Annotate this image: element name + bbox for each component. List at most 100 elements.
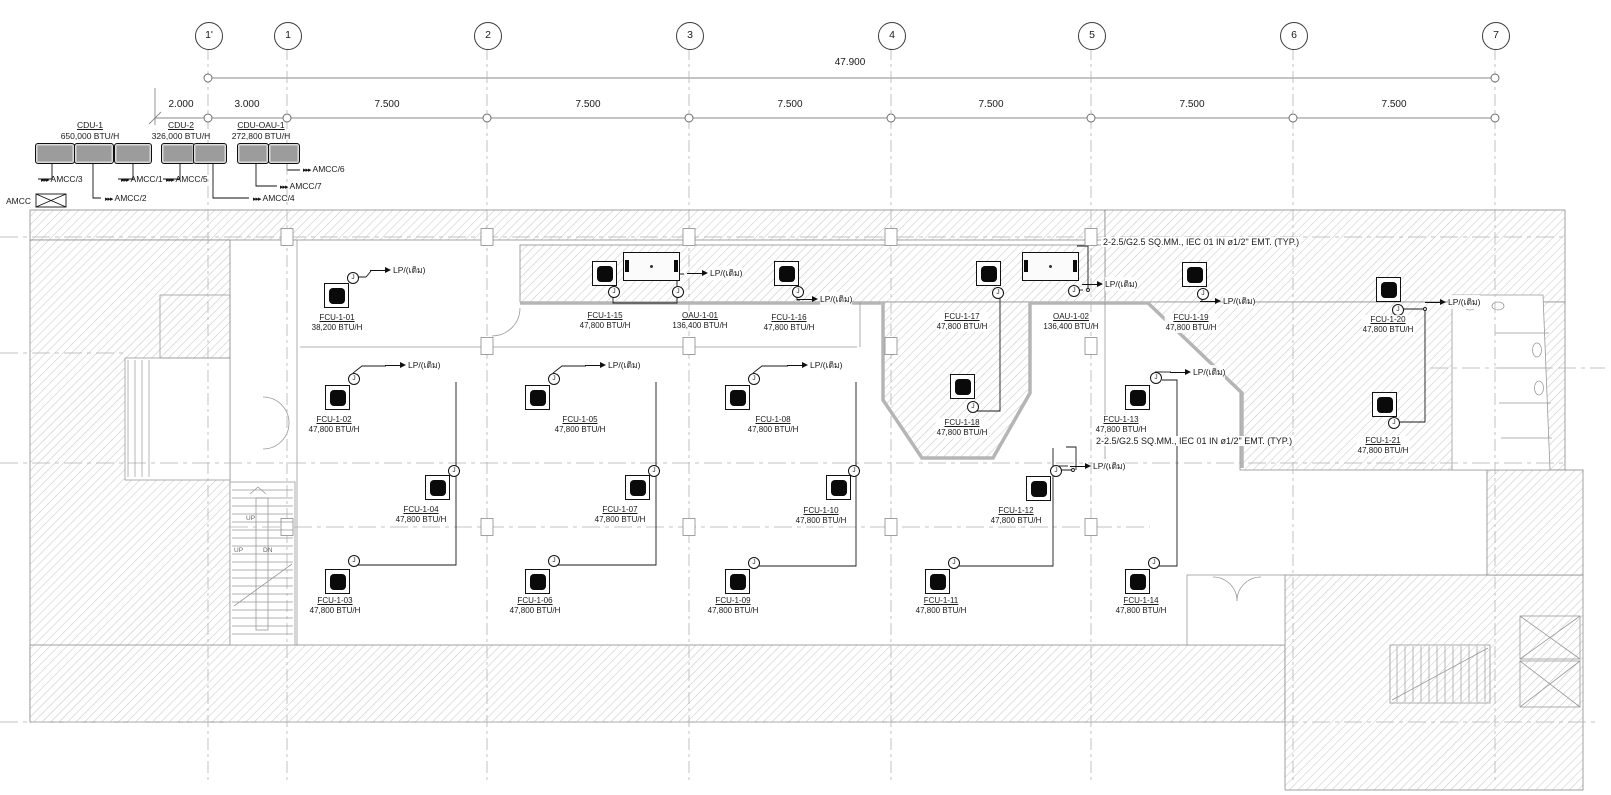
junction-box-icon: J [548, 555, 560, 567]
amcc-legend-label: AMCC [6, 196, 32, 206]
lp-leader-label: LP/(เดิม) [787, 358, 843, 372]
fcu-core-icon [778, 265, 795, 282]
junction-box-icon: J [347, 272, 359, 284]
junction-box-icon: J [348, 373, 360, 385]
dimension-label: 7.500 [1179, 99, 1205, 110]
unit-capacity: 47,800 BTU/H [747, 425, 799, 434]
junction-box-icon: J [608, 286, 620, 298]
junction-box-icon: J [1150, 372, 1162, 384]
unit-id: FCU-1-13 [1103, 415, 1139, 424]
arrowhead-icon [802, 362, 808, 368]
fcu-core-icon [329, 573, 346, 590]
lp-label: LP/(เดิม) [1448, 295, 1481, 309]
unit-capacity: 47,800 BTU/H [1095, 425, 1147, 434]
grid-bubble: 2 [474, 22, 502, 50]
grid-bubble: 3 [676, 22, 704, 50]
unit-capacity: 47,800 BTU/H [936, 322, 988, 331]
unit-capacity: 47,800 BTU/H [579, 321, 631, 330]
fcu-symbol [325, 385, 350, 410]
fcu-core-icon [1376, 396, 1393, 413]
lp-leader-label: LP/(เดิม) [585, 358, 641, 372]
unit-capacity: 47,800 BTU/H [1362, 325, 1414, 334]
fcu-core-icon [729, 389, 746, 406]
fcu-symbol [725, 569, 750, 594]
junction-box-icon: J [1148, 557, 1160, 569]
lp-leader-label: LP/(เดิม) [1425, 295, 1481, 309]
fcu-symbol [1372, 392, 1397, 417]
stair-direction-label: UP [234, 547, 244, 554]
unit-capacity: 47,800 BTU/H [1165, 323, 1217, 332]
oau-detail-icon [625, 260, 629, 272]
unit-capacity: 47,800 BTU/H [936, 428, 988, 437]
unit-id: FCU-1-15 [587, 311, 623, 320]
leader-line [370, 269, 385, 271]
fcu-symbol [725, 385, 750, 410]
unit-capacity: 47,800 BTU/H [1115, 606, 1167, 615]
arrowhead-icon [1085, 463, 1091, 469]
cdu-capacity: 650,000 BTU/H [60, 130, 120, 141]
fcu-symbol [525, 569, 550, 594]
fcu-symbol [325, 569, 350, 594]
leader-line [1425, 301, 1440, 303]
unit-id: FCU-1-10 [803, 506, 839, 515]
leader-line [787, 364, 802, 366]
fcu-core-icon [1129, 573, 1146, 590]
cdu-name: CDU-2 [168, 120, 194, 130]
junction-box-icon: J [1197, 288, 1209, 300]
dimension-label: 2.000 [168, 99, 194, 110]
fcu-core-icon [1030, 480, 1047, 497]
cdu-unit [193, 143, 227, 164]
fcu-symbol [1125, 385, 1150, 410]
junction-box-icon: J [792, 286, 804, 298]
oau-symbol [1022, 252, 1079, 281]
junction-box-icon: J [748, 373, 760, 385]
leader-line [1200, 300, 1215, 302]
unit-capacity: 47,800 BTU/H [594, 515, 646, 524]
unit-capacity: 47,800 BTU/H [990, 516, 1042, 525]
unit-id: FCU-1-18 [944, 418, 980, 427]
lp-leader-label: LP/(เดิม) [1200, 294, 1256, 308]
leader-line [1070, 465, 1085, 467]
fcu-core-icon [954, 378, 971, 395]
fcu-core-icon [328, 287, 345, 304]
unit-id: FCU-1-20 [1370, 315, 1406, 324]
leader-line [385, 364, 400, 366]
lp-leader-label: LP/(เดิม) [385, 358, 441, 372]
arrowhead-icon [1097, 281, 1103, 287]
lp-label: LP/(เดิม) [1093, 459, 1126, 473]
cdu-unit [237, 143, 269, 164]
junction-box-icon: J [648, 465, 660, 477]
unit-id: FCU-1-01 [319, 313, 355, 322]
grid-bubble: 5 [1078, 22, 1106, 50]
cdu-unit [74, 143, 114, 164]
lp-leader-label: LP/(เดิม) [687, 266, 743, 280]
amcc-feed-label: AMCC/5 [166, 174, 208, 184]
junction-box-icon: J [348, 555, 360, 567]
cdu-name: CDU-1 [77, 120, 103, 130]
junction-box-icon: J [1388, 417, 1400, 429]
lp-label: LP/(เดิม) [820, 292, 853, 306]
overall-dimension: 47.900 [834, 57, 866, 68]
fcu-core-icon [1186, 266, 1203, 283]
arrowhead-icon [1440, 299, 1446, 305]
cdu-unit [114, 143, 152, 164]
junction-box-icon: J [1068, 285, 1080, 297]
unit-id: OAU-1-02 [1052, 312, 1090, 321]
junction-box-icon: J [672, 286, 684, 298]
lp-label: LP/(เดิม) [1193, 365, 1226, 379]
fcu-core-icon [729, 573, 746, 590]
grid-bubble: 1' [195, 22, 223, 50]
grid-bubble: 7 [1482, 22, 1510, 50]
unit-capacity: 47,800 BTU/H [795, 516, 847, 525]
oau-detail-icon [650, 265, 653, 268]
unit-capacity: 136,400 BTU/H [672, 321, 728, 330]
cdu-unit [161, 143, 195, 164]
arrowhead-icon [1215, 298, 1221, 304]
